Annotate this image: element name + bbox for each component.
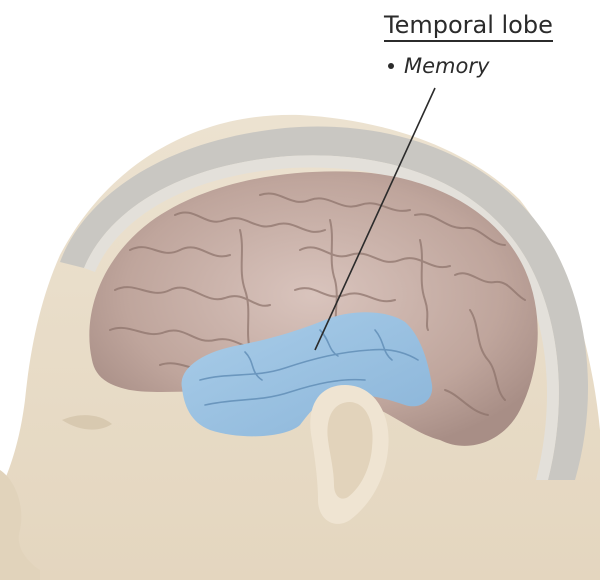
bullet-dot-icon [388,63,394,69]
callout-bullet-item: Memory [384,54,609,78]
callout-label: Temporal lobe Memory [384,10,609,78]
callout-title: Temporal lobe [384,10,553,42]
callout-bullet-text: Memory [404,54,489,78]
